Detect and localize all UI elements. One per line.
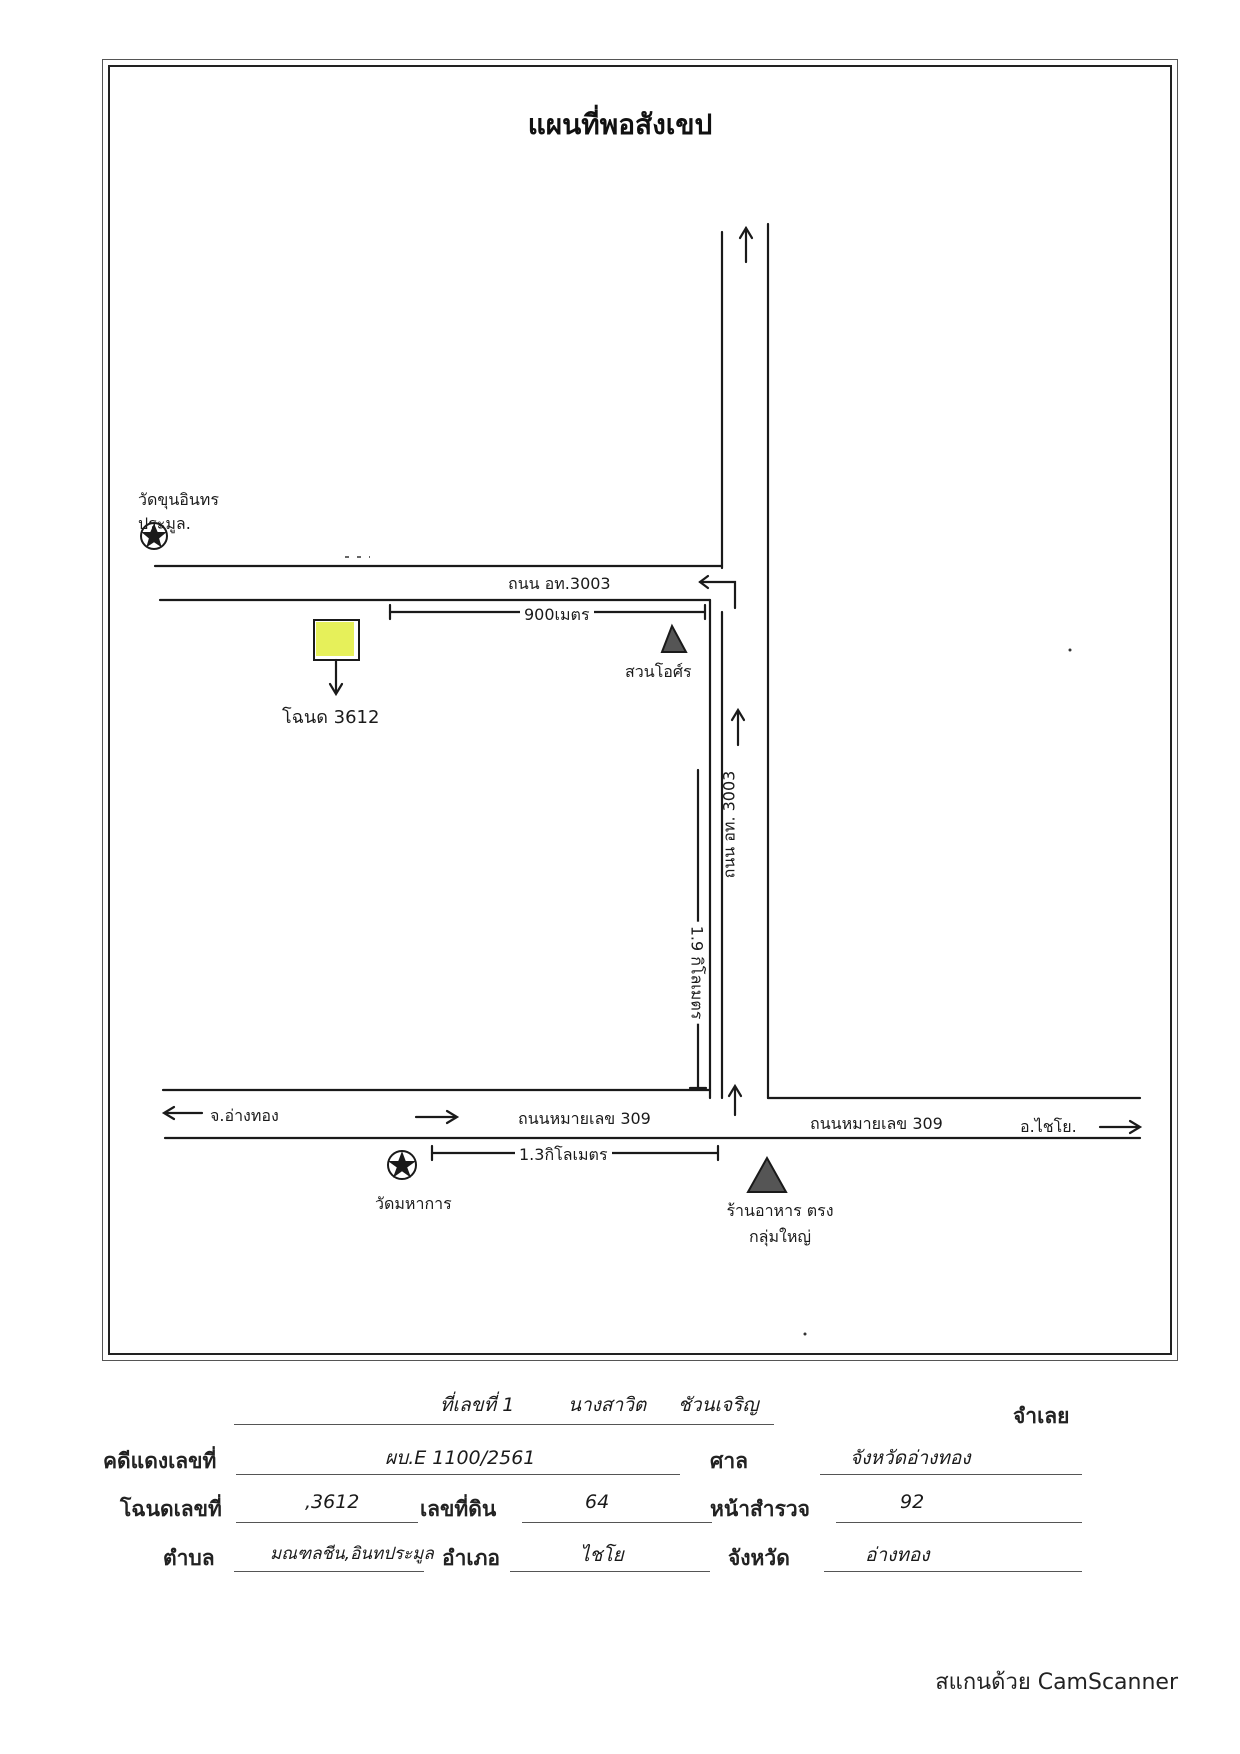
temple-icon-nw: [140, 522, 168, 550]
label-road-vertical: ถนน อท. 3003: [719, 770, 739, 879]
form-deed-label: โฉนดเลขที่: [120, 1497, 222, 1521]
label-highway-left: ถนนหมายเลข 309: [518, 1109, 651, 1128]
label-tower: สวนโอศ์ร: [625, 662, 692, 681]
form-deed-value: ,3612: [305, 1491, 360, 1513]
label-road-north: ถนน อท.3003: [508, 574, 611, 593]
label-temple-south: วัดมหาการ: [375, 1194, 452, 1213]
tower-icon: [660, 623, 688, 653]
label-to-left: จ.อ่างทอง: [210, 1106, 279, 1125]
form-district-label: อำเภอ: [442, 1546, 501, 1570]
form-defendant-label: จำเลย: [1013, 1404, 1070, 1428]
turn-arrow-upper: [698, 580, 737, 610]
form-line1-name: นางสาวิต: [568, 1394, 647, 1416]
label-landmark-nw: วัดขุนอินทร ประมูล.: [138, 490, 219, 533]
map-title: แผนที่พอสังเขป: [527, 108, 713, 141]
form-province-value: อ่างทอง: [865, 1544, 930, 1566]
form-survey-value: 92: [900, 1491, 925, 1513]
form-district-value: ไชโย: [580, 1544, 624, 1566]
label-dist-900: 900เมตร: [520, 603, 594, 628]
form-court-label: ศาล: [710, 1449, 748, 1473]
label-shop: ร้านอาหาร ตรงกลุ่มใหญ่: [726, 1201, 834, 1246]
map-frame: [102, 59, 1178, 1361]
form-case-label: คดีแดงเลขที่: [103, 1449, 217, 1473]
form-survey-label: หน้าสำรวจ: [710, 1497, 810, 1521]
form-land-label: เลขที่ดิน: [420, 1497, 497, 1521]
form-line1-number: ที่เลขที่ 1: [440, 1394, 515, 1416]
form-subdistrict-value: มณฑลชีน,อินทประมูล: [270, 1544, 434, 1564]
form-subdistrict-label: ตำบล: [163, 1546, 215, 1570]
form-line1-surname: ชัวนเจริญ: [678, 1394, 759, 1416]
label-to-right: อ.ไชโย.: [1020, 1117, 1077, 1136]
label-dist-19km: 1.9 กิโลเมตร: [683, 921, 709, 1024]
camscanner-footer: สแกนด้วย CamScanner: [935, 1670, 1178, 1695]
form-court-value: จังหวัดอ่างทอง: [850, 1447, 971, 1469]
form-land-value: 64: [585, 1491, 610, 1513]
deed-plot-outline: [313, 619, 360, 661]
label-highway-right: ถนนหมายเลข 309: [810, 1114, 943, 1133]
form-province-label: จังหวัด: [728, 1546, 790, 1570]
label-dist-13km: 1.3กิโลเมตร: [515, 1143, 612, 1168]
deed-plot-fill: [316, 622, 354, 656]
label-deed: โฉนด 3612: [282, 707, 380, 728]
temple-icon-south: [387, 1150, 417, 1180]
shop-icon: [746, 1155, 788, 1193]
form-case-value: ผบ.E 1100/2561: [385, 1447, 536, 1469]
